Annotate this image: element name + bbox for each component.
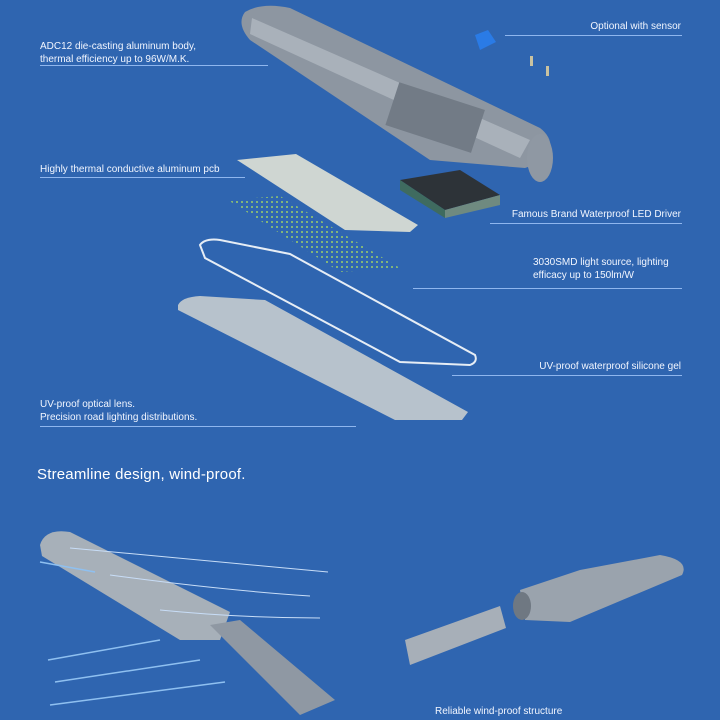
label-light-line1: 3030SMD light source, lighting [533, 257, 669, 268]
led-driver [400, 170, 500, 218]
section-title: Streamline design, wind-proof. [37, 466, 246, 483]
label-gel: UV-proof waterproof silicone gel [539, 361, 681, 372]
leader-line [413, 288, 682, 289]
label-driver: Famous Brand Waterproof LED Driver [511, 209, 681, 220]
leader-line [505, 35, 682, 36]
label-lens-line2: Precision road lighting distributions. [40, 412, 198, 423]
leader-line [40, 177, 245, 178]
screw-icon [530, 56, 533, 66]
leader-line [490, 223, 682, 224]
label-sensor: Optional with sensor [590, 21, 681, 32]
label-pcb: Highly thermal conductive aluminum pcb [40, 164, 220, 175]
silicone-gel-seal [198, 238, 477, 367]
label-light-line2: efficacy up to 150lm/W [533, 270, 634, 281]
smd-led-array [228, 196, 400, 272]
leader-line [40, 426, 356, 427]
optical-lens [178, 296, 468, 420]
bottom-caption: Reliable wind-proof structure [435, 706, 563, 717]
streetlight-wind-flow [39, 531, 335, 715]
screw-icon [546, 66, 549, 76]
aluminum-pcb [237, 154, 418, 232]
sensor-icon [475, 30, 496, 50]
label-lens-line1: UV-proof optical lens. [40, 399, 136, 410]
streetlight-mount-structure [405, 555, 684, 665]
leader-line [40, 65, 268, 66]
aluminum-body-housing [241, 5, 553, 182]
label-body-line2: thermal efficiency up to 96W/M.K. [40, 54, 190, 65]
label-body-line1: ADC12 die-casting aluminum body, [40, 41, 197, 52]
leader-line [452, 375, 682, 376]
